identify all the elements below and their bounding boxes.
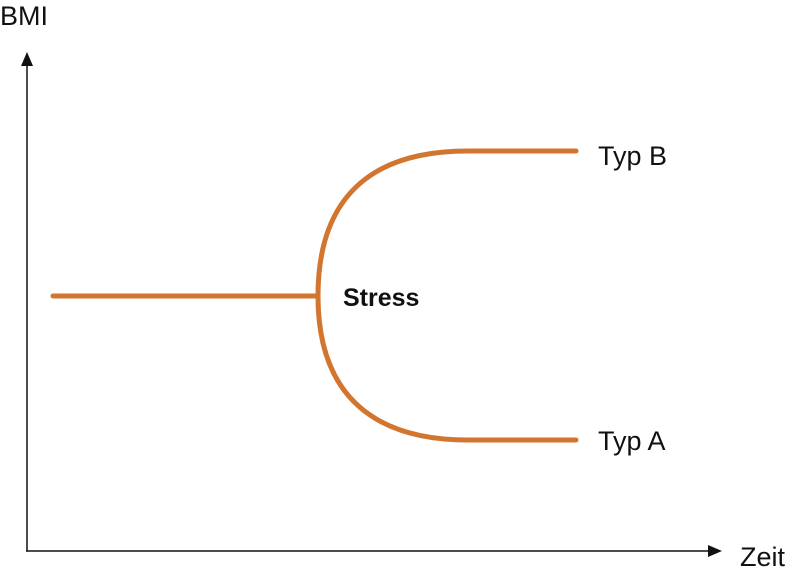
lower-branch-typ-a: [315, 293, 579, 443]
upper-branch-typ-b: [315, 148, 579, 299]
stress-label: Stress: [343, 284, 419, 312]
axes: [21, 52, 722, 557]
y-axis-arrow: [21, 52, 33, 66]
y-axis-label: BMI: [0, 1, 48, 31]
typ-b-label: Typ B: [598, 141, 667, 171]
typ-a-label: Typ A: [598, 426, 666, 456]
x-axis-label: Zeit: [740, 542, 786, 572]
bmi-curves: [50, 148, 579, 443]
x-axis-arrow: [708, 545, 722, 557]
